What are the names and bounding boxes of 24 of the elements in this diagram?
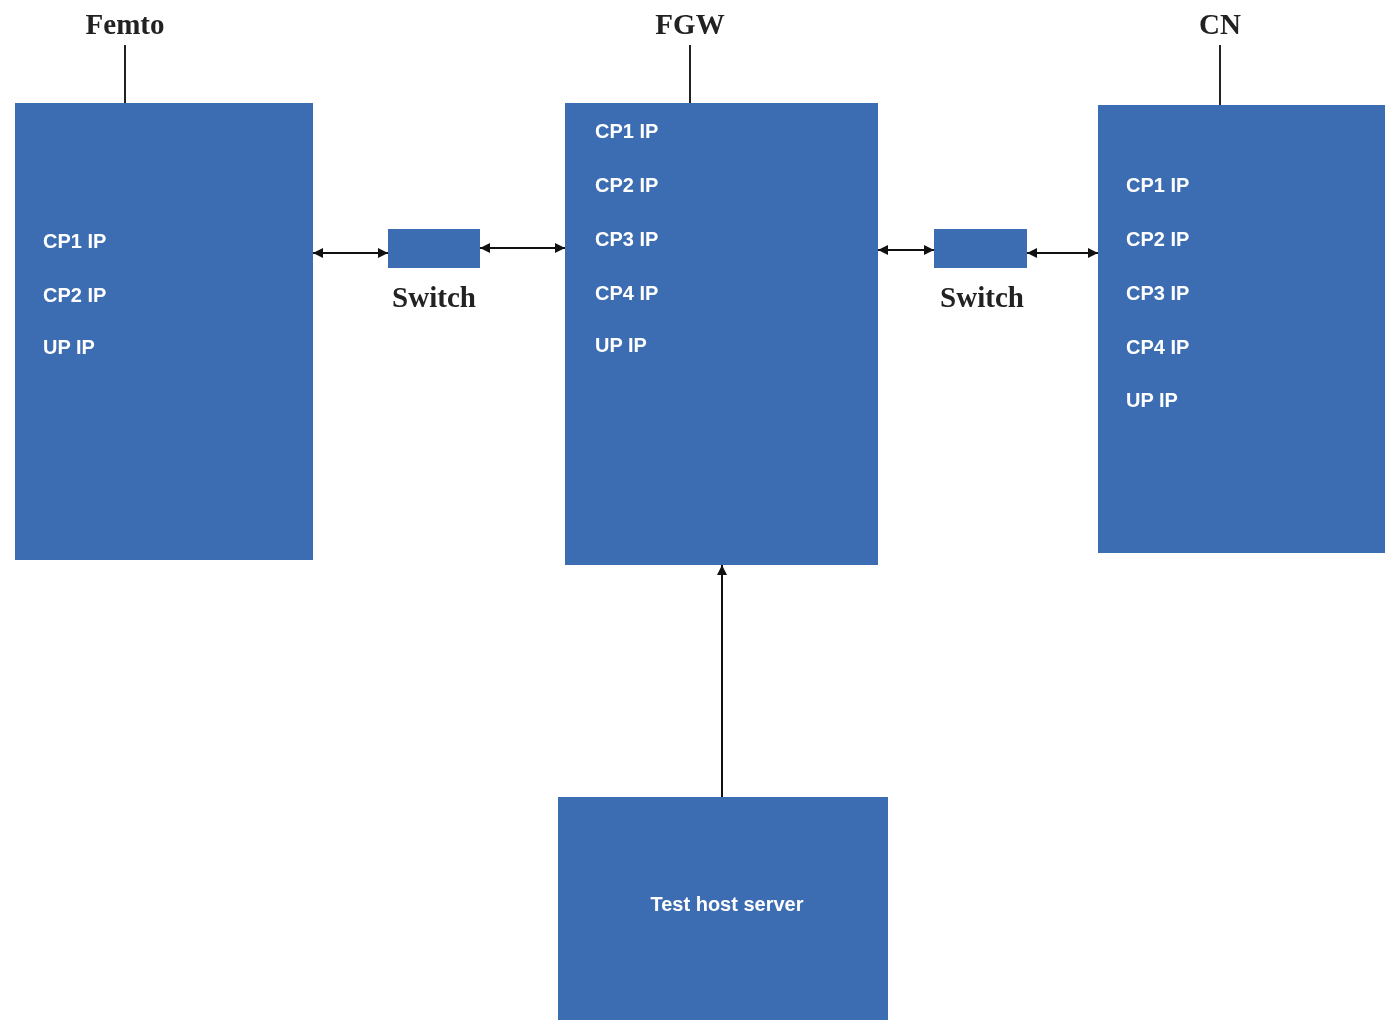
ip-label: CP2 IP (595, 173, 659, 197)
ip-label: CP1 IP (1126, 173, 1190, 197)
ip-label: UP IP (43, 335, 95, 359)
arrow (479, 243, 566, 253)
box-label: Test host server (650, 892, 804, 915)
node-title: FGW (655, 8, 725, 41)
ip-label: CP1 IP (43, 229, 107, 253)
arrow (717, 564, 727, 798)
arrow (877, 245, 935, 255)
node-title: CN (1199, 8, 1241, 41)
ip-label: CP4 IP (1126, 335, 1190, 359)
ip-label: CP3 IP (595, 227, 659, 251)
node-title: Switch (940, 281, 1024, 314)
ip-label: CP4 IP (595, 281, 659, 305)
ip-label: UP IP (595, 333, 647, 357)
node-title: Femto (85, 8, 165, 41)
node-title: Switch (392, 281, 476, 314)
ip-label: CP3 IP (1126, 281, 1190, 305)
ip-label: CP2 IP (1126, 227, 1190, 251)
ip-label: CP1 IP (595, 119, 659, 143)
arrow (1026, 248, 1099, 258)
ip-label: CP2 IP (43, 283, 107, 307)
ip-label: UP IP (1126, 388, 1178, 412)
arrow (312, 248, 389, 258)
